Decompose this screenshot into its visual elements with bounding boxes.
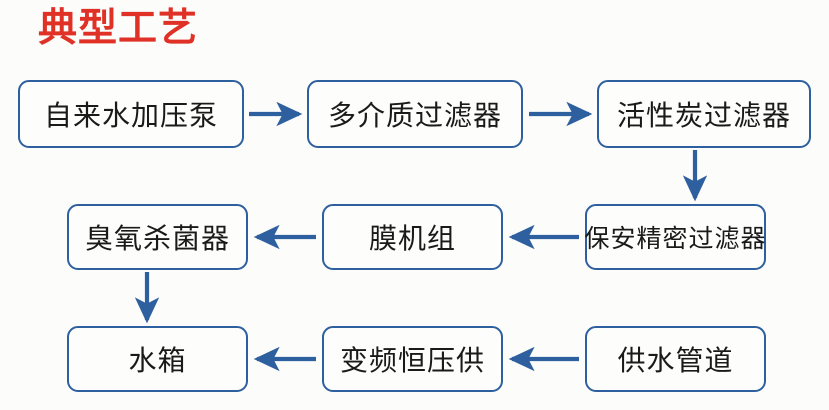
node-water-tank[interactable]: 水箱 [67,326,248,392]
node-tap-water-booster-pump[interactable]: 自来水加压泵 [18,80,244,148]
node-security-precision-filter[interactable]: 保安精密过滤器 [585,204,766,270]
node-water-supply-pipeline[interactable]: 供水管道 [585,326,766,392]
node-label: 供水管道 [617,345,734,376]
node-multimedia-filter[interactable]: 多介质过滤器 [307,80,523,148]
node-ozone-sterilizer[interactable]: 臭氧杀菌器 [67,204,248,270]
node-label: 多介质过滤器 [327,100,502,131]
node-label: 变频恒压供 [339,345,485,376]
node-label: 臭氧杀菌器 [84,223,230,254]
node-label: 保安精密过滤器 [584,225,767,253]
node-label: 自来水加压泵 [43,100,218,131]
node-label: 活性炭过滤器 [616,100,791,131]
node-variable-frequency-constant-pressure-supply[interactable]: 变频恒压供 [322,326,503,392]
node-activated-carbon-filter[interactable]: 活性炭过滤器 [597,80,811,148]
node-membrane-unit[interactable]: 膜机组 [322,204,503,270]
page-title: 典型工艺 [38,7,199,50]
node-label: 膜机组 [368,223,456,254]
node-label: 水箱 [128,345,187,376]
